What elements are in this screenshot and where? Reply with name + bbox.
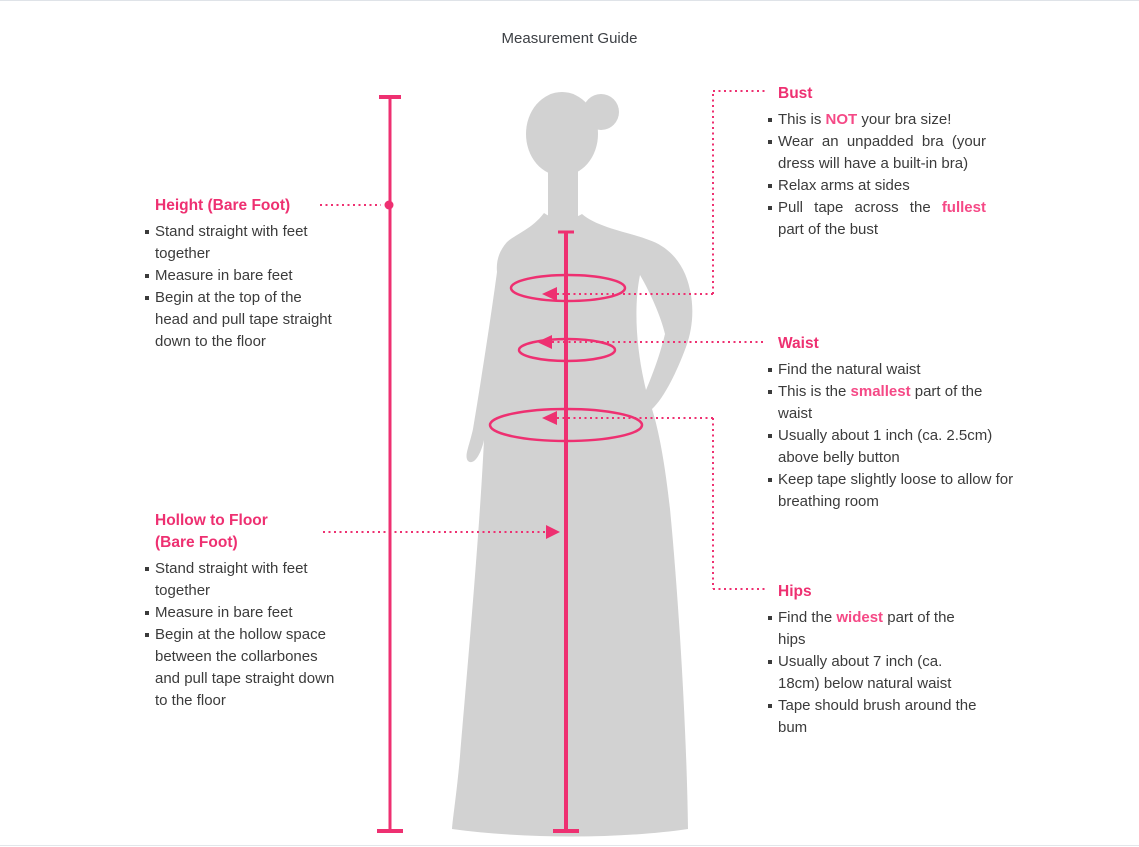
bullet-text: Pull tape across the (778, 199, 942, 216)
section-hips-title: Hips (778, 583, 812, 600)
bullet-item: Begin at the top of the head and pull ta… (143, 287, 335, 353)
bullet-item: Tape should brush around the bum (768, 695, 986, 739)
section-hollow-title: Hollow to Floor (Bare Foot) (155, 512, 268, 551)
page-title: Measurement Guide (501, 30, 638, 47)
bullet-text: Begin at the hollow space between the co… (155, 626, 335, 709)
bullet-item: Usually about 1 inch (ca. 2.5cm) above b… (768, 425, 1018, 469)
hollow-to-floor-measure-line (553, 230, 579, 833)
bullet-text: Begin at the top of the head and pull ta… (155, 289, 332, 350)
bullet-text: This is the (778, 383, 851, 400)
section-bust: Bust This is NOT your bra size!Wear an u… (768, 83, 986, 241)
bullet-text: Usually about 7 inch (ca. 18cm) below na… (778, 653, 952, 692)
section-hollow-to-floor: Hollow to Floor (Bare Foot) Stand straig… (143, 510, 335, 712)
body-dress-shape (452, 213, 693, 837)
section-bust-title: Bust (778, 85, 813, 102)
bullet-text: Find the natural waist (778, 361, 921, 378)
bullet-item: Measure in bare feet (143, 602, 335, 624)
bullet-text: Keep tape slightly loose to allow for br… (778, 471, 1014, 510)
highlight-text: widest (836, 609, 884, 626)
bullet-item: Stand straight with feet together (143, 221, 335, 265)
bullet-item: Find the widest part of the hips (768, 607, 986, 651)
bullet-text: part of the bust (778, 221, 879, 238)
hair-bun-shape (583, 94, 619, 130)
bullet-text: Stand straight with feet together (155, 560, 308, 599)
bullet-text: Measure in bare feet (155, 267, 293, 284)
bullet-item: Find the natural waist (768, 359, 1018, 381)
bullet-text: Stand straight with feet together (155, 223, 308, 262)
bullet-item: Begin at the hollow space between the co… (143, 624, 335, 712)
bullet-item: Stand straight with feet together (143, 558, 335, 602)
arrow-left-icon (537, 335, 552, 349)
figure-silhouette (452, 92, 693, 837)
bullet-text: Relax arms at sides (778, 177, 910, 194)
hollow-connector (323, 525, 560, 539)
connector-dot-icon (384, 200, 394, 210)
head-shape (526, 92, 598, 176)
section-waist-title: Waist (778, 335, 819, 352)
waist-ellipse (517, 337, 617, 363)
section-height: Height (Bare Foot) Stand straight with f… (143, 195, 335, 353)
bullet-text: Wear an unpadded bra (your dress will ha… (778, 133, 986, 172)
hips-ellipse (488, 407, 644, 443)
neck-shape (548, 161, 578, 223)
bullet-item: This is NOT your bra size! (768, 109, 986, 131)
arrow-right-icon (546, 525, 560, 539)
hips-connector (542, 411, 766, 590)
bullet-item: Relax arms at sides (768, 175, 986, 197)
bullet-text: part of the hips (778, 609, 955, 648)
highlight-text: smallest (850, 383, 911, 400)
bullet-text: Measure in bare feet (155, 604, 293, 621)
bullet-item: Measure in bare feet (143, 265, 335, 287)
bullet-item: Keep tape slightly loose to allow for br… (768, 469, 1018, 513)
bullet-text: Find the (778, 609, 837, 626)
bullet-text: Usually about 1 inch (ca. 2.5cm) above b… (778, 427, 993, 466)
highlight-text: NOT (825, 111, 858, 128)
bullet-text: your bra size! (857, 111, 952, 128)
bullet-text: Tape should brush around the bum (778, 697, 977, 736)
highlight-text: fullest (941, 199, 986, 216)
bullet-item: Usually about 7 inch (ca. 18cm) below na… (768, 651, 986, 695)
bullet-item: This is the smallest part of the waist (768, 381, 1018, 425)
height-measure-line (377, 95, 403, 833)
bust-connector (542, 90, 766, 301)
waist-connector (537, 335, 766, 349)
bullet-item: Pull tape across the fullest part of the… (768, 197, 986, 241)
section-bust-bullets: This is NOT your bra size!Wear an unpadd… (768, 109, 986, 241)
bullet-text: This is (778, 111, 826, 128)
arrow-left-icon (542, 287, 557, 301)
bullet-item: Wear an unpadded bra (your dress will ha… (768, 131, 986, 175)
arrow-left-icon (542, 411, 557, 425)
bullet-text: part of the waist (778, 383, 983, 422)
bust-ellipse (509, 273, 627, 303)
section-height-title: Height (Bare Foot) (155, 197, 291, 214)
